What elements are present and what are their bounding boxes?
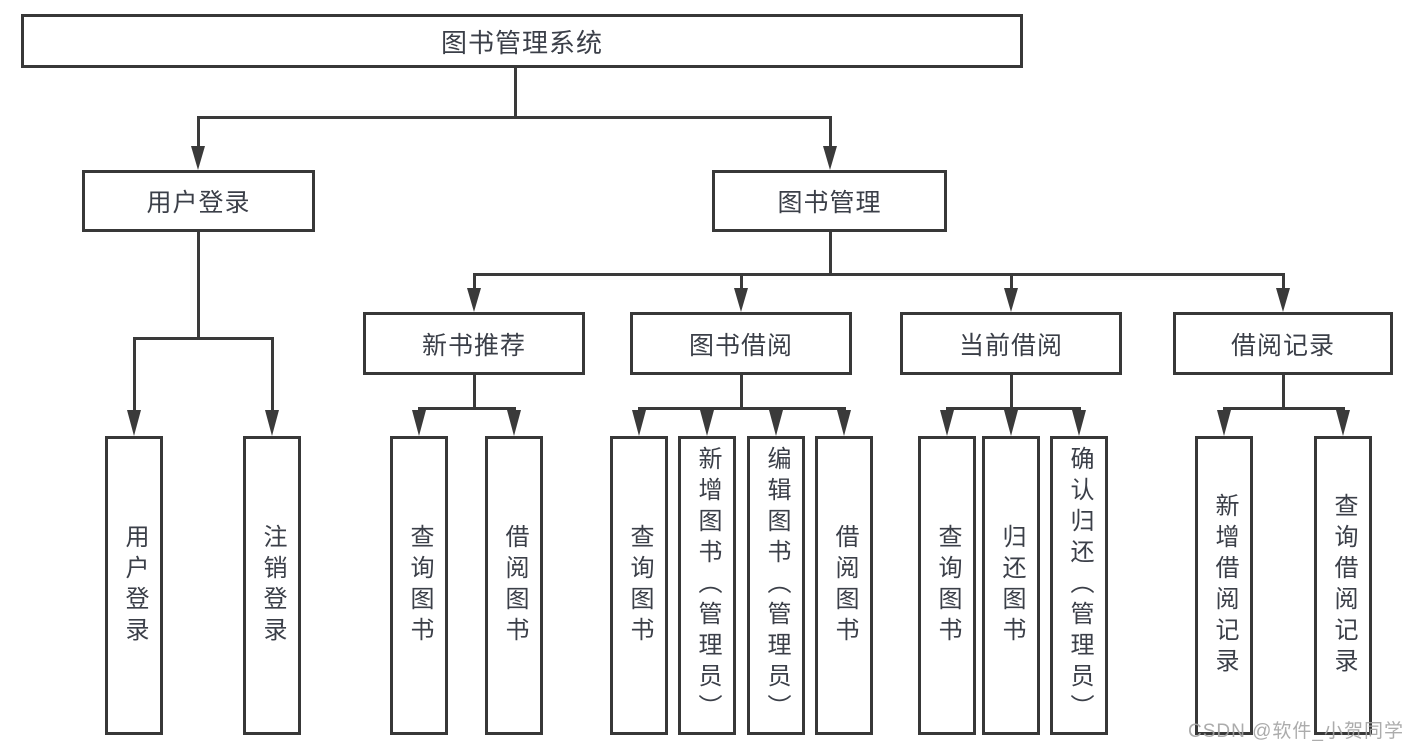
connector-arrow	[1276, 288, 1290, 312]
connector-arrow	[1217, 410, 1231, 436]
leaf-label: 归还图书	[998, 523, 1025, 648]
connector-line	[1282, 273, 1285, 291]
connector-arrow	[769, 410, 783, 436]
node-label: 借阅记录	[1230, 331, 1335, 360]
node-book-borrowing: 图书借阅	[630, 312, 852, 375]
leaf-borrow-books: 借阅图书	[815, 436, 873, 735]
connector-arrow	[1004, 288, 1018, 312]
connector-line	[197, 116, 832, 119]
connector-arrow	[507, 410, 521, 436]
leaf-label: 查询图书	[934, 523, 961, 648]
leaf-label: 查询图书	[406, 523, 433, 648]
leaf-label: 用户登录	[121, 523, 148, 648]
connector-line	[473, 273, 1285, 276]
connector-line	[197, 232, 200, 340]
leaf-label: 借阅图书	[831, 523, 858, 648]
connector-line	[1223, 407, 1345, 410]
node-current-borrowing: 当前借阅	[900, 312, 1122, 375]
leaf-confirm-return-admin: 确认归还（管理员）	[1050, 436, 1108, 735]
connector-arrow	[127, 410, 141, 436]
leaf-query-books-recommend: 查询图书	[390, 436, 448, 735]
connector-line	[473, 375, 476, 410]
connector-line	[1010, 375, 1013, 410]
connector-line	[638, 407, 846, 410]
node-user-login: 用户登录	[82, 170, 315, 232]
node-label: 新书推荐	[421, 331, 526, 360]
leaf-add-borrow-record: 新增借阅记录	[1195, 436, 1253, 735]
csdn-watermark: CSDN @软件_小贺同学	[1188, 721, 1404, 742]
connector-arrow	[823, 146, 837, 170]
leaf-label: 确认归还（管理员）	[1066, 446, 1093, 725]
connector-line	[473, 273, 476, 291]
node-label: 图书借阅	[688, 331, 793, 360]
connector-arrow	[1004, 410, 1018, 436]
leaf-query-books-current: 查询图书	[918, 436, 976, 735]
leaf-label: 查询借阅记录	[1330, 492, 1357, 679]
leaf-label: 查询图书	[626, 523, 653, 648]
node-book-management: 图书管理	[712, 170, 947, 232]
connector-arrow	[1336, 410, 1350, 436]
connector-arrow	[191, 146, 205, 170]
connector-line	[829, 232, 832, 275]
connector-arrow	[700, 410, 714, 436]
connector-arrow	[734, 288, 748, 312]
connector-arrow	[1072, 410, 1086, 436]
connector-line	[418, 407, 516, 410]
leaf-label: 注销登录	[259, 523, 286, 648]
node-label: 用户登录	[146, 189, 251, 217]
leaf-edit-books-admin: 编辑图书（管理员）	[747, 436, 805, 735]
leaf-query-books-borrow: 查询图书	[610, 436, 668, 735]
node-label: 图书管理系统	[440, 27, 603, 58]
connector-arrow	[412, 410, 426, 436]
leaf-add-books-admin: 新增图书（管理员）	[678, 436, 736, 735]
node-borrowing-records: 借阅记录	[1173, 312, 1393, 375]
connector-line	[133, 337, 274, 340]
connector-line	[946, 407, 1081, 410]
connector-line	[740, 375, 743, 410]
leaf-borrow-books-recommend: 借阅图书	[485, 436, 543, 735]
connector-line	[829, 116, 832, 148]
leaf-logout: 注销登录	[243, 436, 301, 735]
connector-arrow	[837, 410, 851, 436]
node-label: 当前借阅	[958, 331, 1063, 360]
connector-line	[740, 273, 743, 291]
leaf-label: 新增借阅记录	[1211, 492, 1238, 679]
connector-line	[271, 337, 274, 413]
leaf-query-borrow-record: 查询借阅记录	[1314, 436, 1372, 735]
node-library-management-system: 图书管理系统	[21, 14, 1023, 68]
connector-arrow	[632, 410, 646, 436]
connector-line	[133, 337, 136, 413]
leaf-label: 编辑图书（管理员）	[763, 446, 790, 725]
connector-line	[197, 116, 200, 148]
leaf-user-login: 用户登录	[105, 436, 163, 735]
connector-line	[1010, 273, 1013, 291]
node-new-book-recommendation: 新书推荐	[363, 312, 585, 375]
connector-line	[514, 68, 517, 118]
leaf-return-books: 归还图书	[982, 436, 1040, 735]
connector-arrow	[940, 410, 954, 436]
connector-line	[1282, 375, 1285, 410]
leaf-label: 借阅图书	[501, 523, 528, 648]
connector-arrow	[265, 410, 279, 436]
node-label: 图书管理	[777, 189, 882, 217]
leaf-label: 新增图书（管理员）	[694, 446, 721, 725]
connector-arrow	[467, 288, 481, 312]
